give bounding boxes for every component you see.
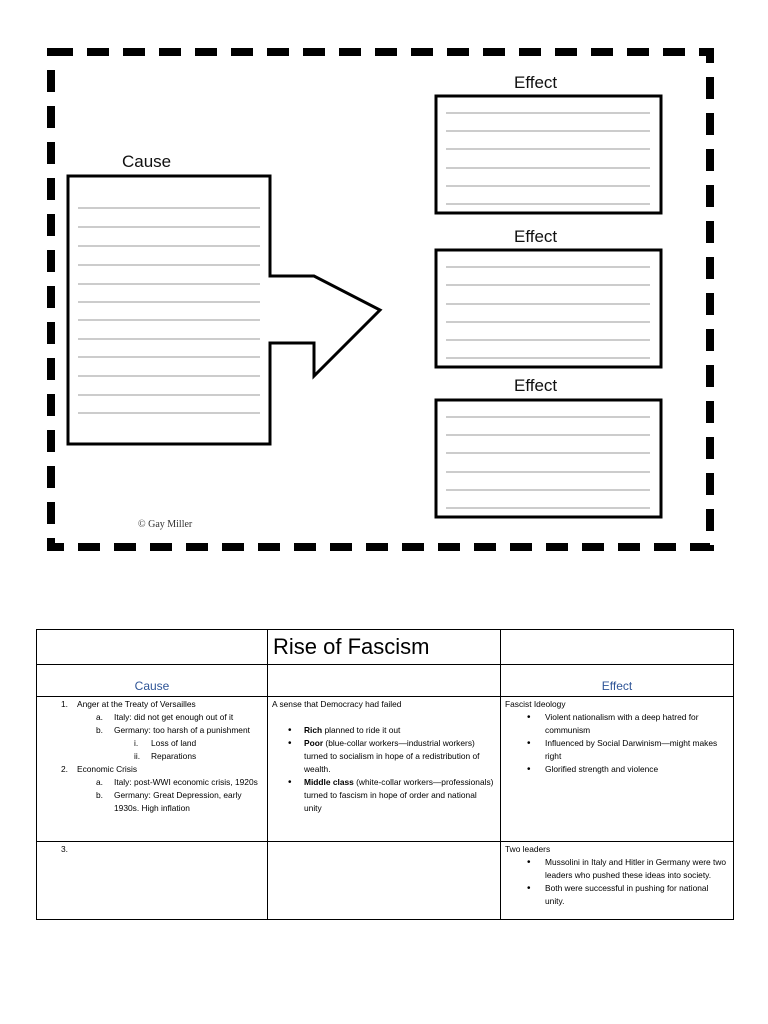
list-item: ii. Reparations — [134, 751, 197, 761]
table-row: 1. Anger at the Treaty of Versailles a. … — [36, 696, 734, 842]
effect-box-3 — [434, 398, 663, 519]
democracy-failed-text: A sense that Democracy had failed — [272, 699, 402, 709]
effect-label-3: Effect — [514, 376, 558, 395]
effect-header: Effect — [500, 664, 734, 697]
title-right-cell — [500, 629, 734, 665]
list-item: 1. Anger at the Treaty of Versailles — [61, 699, 196, 709]
organizer-graphic — [47, 48, 714, 551]
row2-effect-cell: Two leaders Mussolini in Italy and Hitle… — [500, 841, 734, 920]
cause-header: Cause — [36, 664, 268, 697]
row1-cause-cell: 1. Anger at the Treaty of Versailles a. … — [36, 696, 268, 842]
cause-arrow-box — [66, 174, 383, 446]
effect-1-writing-lines — [446, 112, 650, 205]
effect-label-1: Effect — [514, 73, 558, 92]
list-item: Violent nationalism with a deep hatred f… — [505, 711, 729, 737]
list-item: a. Italy: did not get enough out of it — [96, 712, 234, 722]
cause-label: Cause — [122, 152, 172, 171]
effect-box-1 — [434, 94, 663, 215]
copyright-text: © Gay Miller — [138, 519, 193, 530]
table-title: Rise of Fascism — [267, 629, 501, 665]
effect-2-writing-lines — [446, 266, 650, 359]
cause-effect-organizer: Cause Effect Effect Effect © Gay Miller — [47, 48, 714, 551]
row2-cause-cell: 3. — [36, 841, 268, 920]
row1-middle-cell: A sense that Democracy had failed Rich p… — [267, 696, 501, 842]
title-left-cell — [36, 629, 268, 665]
two-leaders-text: Two leaders — [505, 844, 551, 854]
list-item: 2. Economic Crisis — [61, 764, 138, 774]
row1-effect-cell: Fascist Ideology Violent nationalism wit… — [500, 696, 734, 842]
title-row: Rise of Fascism — [36, 629, 734, 665]
list-item: Both were successful in pushing for nati… — [505, 882, 729, 908]
list-item: b. Germany: Great Depression, early 1930… — [96, 790, 242, 813]
table-row: 3. Two leaders Mussolini in Italy and Hi… — [36, 841, 734, 920]
list-item: Poor (blue-collar workers—industrial wor… — [272, 737, 496, 776]
row2-middle-cell — [267, 841, 501, 920]
effect-box-2 — [434, 248, 663, 369]
effect-3-writing-lines — [446, 416, 650, 509]
rise-of-fascism-table: Rise of Fascism Cause Effect 1. Anger at… — [36, 629, 734, 920]
header-row: Cause Effect — [36, 664, 734, 697]
list-item: b. Germany: too harsh of a punishment — [96, 725, 250, 735]
list-item: Mussolini in Italy and Hitler in Germany… — [505, 856, 729, 882]
list-item: i. Loss of land — [134, 738, 197, 748]
list-item: Influenced by Social Darwinism—might mak… — [505, 737, 729, 763]
cause-writing-lines — [78, 207, 260, 414]
list-item: Glorified strength and violence — [505, 763, 729, 776]
list-item: Middle class (white-collar workers—profe… — [272, 776, 496, 815]
list-item: a. Italy: post-WWI economic crisis, 1920… — [96, 777, 258, 787]
effect-label-2: Effect — [514, 227, 558, 246]
middle-header — [267, 664, 501, 697]
fascist-ideology-text: Fascist Ideology — [505, 699, 566, 709]
list-item: Rich planned to ride it out — [272, 724, 496, 737]
dashed-frame — [47, 48, 714, 551]
